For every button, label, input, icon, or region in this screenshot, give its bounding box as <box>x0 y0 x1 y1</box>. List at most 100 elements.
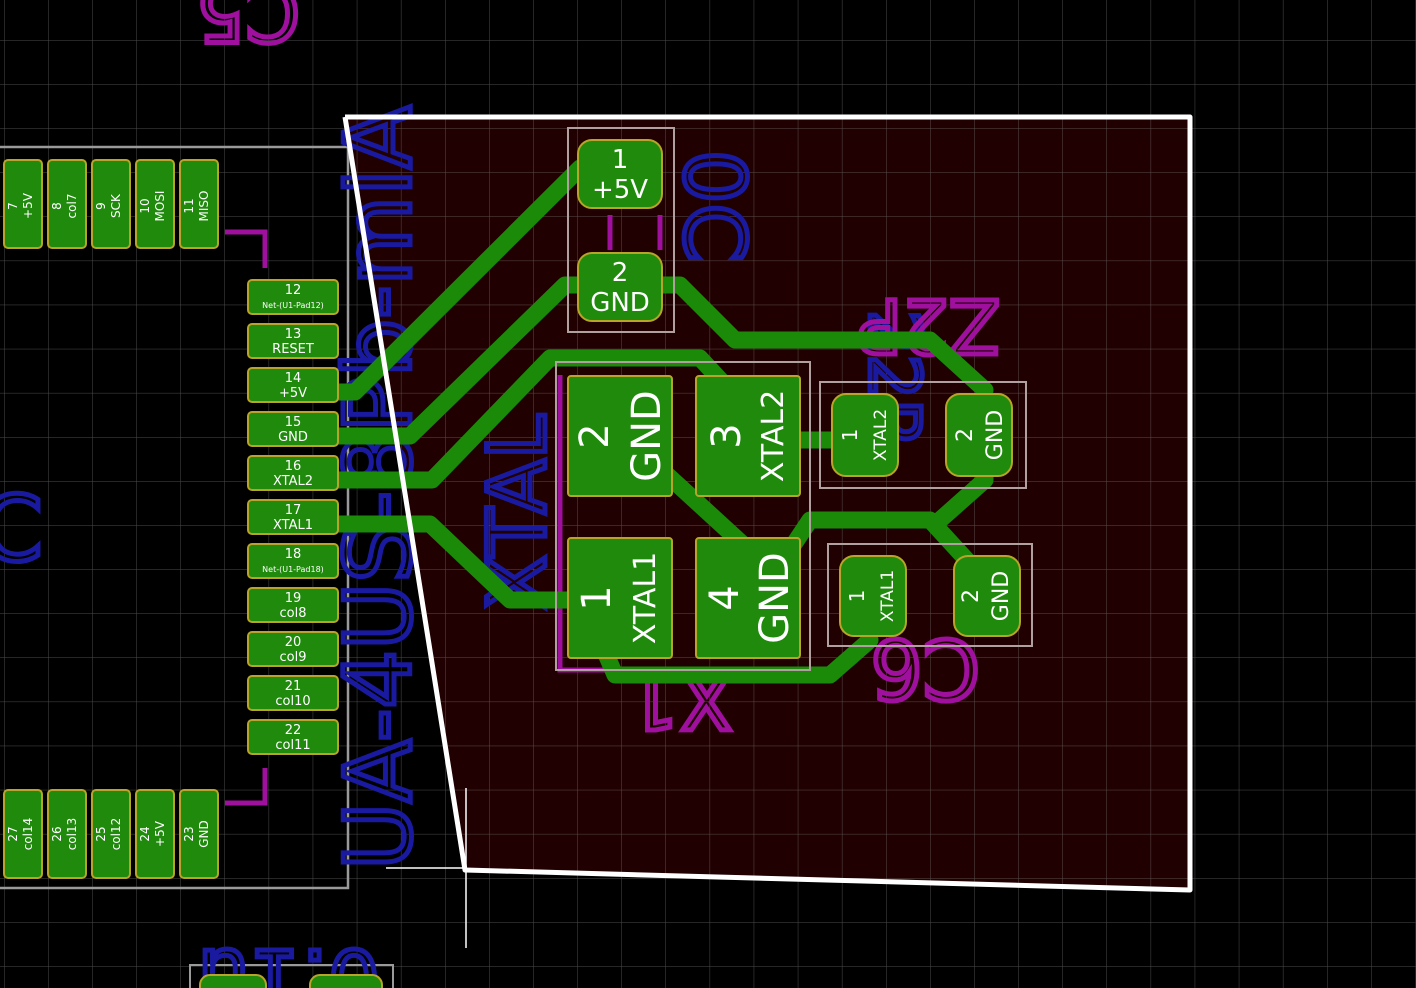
cap-xtal2-pad-2[interactable]: 2 GND <box>945 393 1013 477</box>
svg-text:col10: col10 <box>275 694 310 709</box>
module-pad[interactable]: 11 MISO <box>179 159 219 249</box>
svg-text:22: 22 <box>285 723 302 738</box>
module-pad[interactable]: 12 Net-(U1-Pad12) <box>247 279 339 315</box>
svg-text:GND: GND <box>278 430 308 445</box>
bottom-courtyard <box>189 964 394 988</box>
svg-text:11: 11 <box>182 198 196 213</box>
svg-text:XTAL2: XTAL2 <box>871 409 891 461</box>
svg-text:1: 1 <box>612 145 629 175</box>
svg-text:+5V: +5V <box>592 175 648 205</box>
fab-left-edge-text: C <box>0 477 43 582</box>
svg-text:MOSI: MOSI <box>153 191 167 222</box>
module-pad[interactable]: 8 col7 <box>47 159 87 249</box>
svg-text:GND: GND <box>983 410 1008 460</box>
cap-top-pad-2[interactable]: 2 GND <box>577 252 663 322</box>
svg-text:1: 1 <box>838 429 862 442</box>
svg-text:col7: col7 <box>65 194 79 219</box>
svg-text:GND: GND <box>197 820 211 848</box>
cap-xtal1-pad-2[interactable]: 2 GND <box>953 555 1021 637</box>
svg-text:XTAL2: XTAL2 <box>273 474 313 489</box>
svg-text:GND: GND <box>624 390 670 482</box>
svg-text:1: 1 <box>574 585 620 610</box>
svg-text:2: 2 <box>572 423 618 448</box>
bottom-cap-pads <box>199 974 383 988</box>
svg-text:8: 8 <box>50 202 64 210</box>
module-pad[interactable]: 26 col13 <box>47 789 87 879</box>
svg-text:1: 1 <box>845 590 869 603</box>
board-edge[interactable] <box>342 114 1193 893</box>
module-pads-bottom: 27 col14 26 col13 25 col12 24 +5V 23 GND <box>3 789 219 879</box>
module-pad[interactable]: 23 GND <box>179 789 219 879</box>
svg-text:3: 3 <box>704 423 750 448</box>
silk-crystal-ref: X1 <box>627 650 735 745</box>
crystal-pad-1[interactable]: 1 XTAL1 <box>567 537 673 659</box>
svg-text:GND: GND <box>752 552 798 644</box>
svg-text:col8: col8 <box>280 606 307 621</box>
silk-top-ref: C5 <box>196 0 300 56</box>
svg-text:col9: col9 <box>280 650 307 665</box>
svg-text:15: 15 <box>285 415 302 430</box>
svg-text:13: 13 <box>285 327 302 342</box>
module-pad[interactable]: 27 col14 <box>3 789 43 879</box>
svg-text:+5V: +5V <box>279 386 307 401</box>
cap-xtal1-courtyard <box>827 543 1033 647</box>
svg-text:14: 14 <box>285 371 302 386</box>
svg-text:20: 20 <box>285 635 302 650</box>
crystal-pad-4[interactable]: 4 GND <box>695 537 801 659</box>
cap-xtal2-pad-1[interactable]: 1 XTAL2 <box>831 393 899 477</box>
module-pad[interactable]: 13 RESET <box>247 323 339 359</box>
cap-top-pad-1[interactable]: 1 +5V <box>577 139 663 209</box>
module-pad[interactable]: 21 col10 <box>247 675 339 711</box>
svg-text:12: 12 <box>285 283 302 298</box>
module-pad[interactable]: 18 Net-(U1-Pad18) <box>247 543 339 579</box>
svg-text:27: 27 <box>6 826 20 841</box>
svg-text:7: 7 <box>6 202 20 210</box>
svg-text:XTAL2: XTAL2 <box>756 390 791 482</box>
cap-xtal1-pad-1[interactable]: 1 XTAL1 <box>839 555 907 637</box>
crystal-pad-3[interactable]: 3 XTAL2 <box>695 375 801 497</box>
svg-text:17: 17 <box>285 503 302 518</box>
svg-text:GND: GND <box>590 288 650 318</box>
crystal-pad-2[interactable]: 2 GND <box>567 375 673 497</box>
cursor-crosshair-icon <box>386 788 467 948</box>
svg-text:GND: GND <box>989 571 1014 621</box>
svg-text:2: 2 <box>959 589 984 603</box>
svg-text:Net-(U1-Pad12): Net-(U1-Pad12) <box>262 301 324 310</box>
svg-text:Net-(U1-Pad18): Net-(U1-Pad18) <box>262 565 324 574</box>
module-pad[interactable]: 16 XTAL2 <box>247 455 339 491</box>
svg-text:25: 25 <box>94 826 108 841</box>
svg-text:+5V: +5V <box>153 820 167 847</box>
module-pad[interactable]: 20 col9 <box>247 631 339 667</box>
svg-text:16: 16 <box>285 459 302 474</box>
svg-text:MISO: MISO <box>197 191 211 222</box>
module-pad[interactable]: 14 +5V <box>247 367 339 403</box>
svg-text:9: 9 <box>94 202 108 210</box>
module-pad[interactable]: 24 +5V <box>135 789 175 879</box>
module-pad[interactable]: 25 col12 <box>91 789 131 879</box>
svg-text:26: 26 <box>50 826 64 841</box>
svg-text:23: 23 <box>182 826 196 841</box>
svg-text:2: 2 <box>953 428 978 442</box>
svg-text:XTAL1: XTAL1 <box>628 552 663 644</box>
svg-text:col11: col11 <box>275 738 310 753</box>
module-pad[interactable]: 22 col11 <box>247 719 339 755</box>
module-pads-right: 12 Net-(U1-Pad12) 13 RESET 14 +5V 15 GND… <box>247 279 339 755</box>
svg-text:XTAL1: XTAL1 <box>878 570 898 622</box>
fab-cap-value-0c: 0C <box>665 150 763 262</box>
module-pad[interactable]: 15 GND <box>247 411 339 447</box>
svg-text:+5V: +5V <box>21 192 35 219</box>
module-pad[interactable]: 19 col8 <box>247 587 339 623</box>
svg-text:10: 10 <box>138 198 152 213</box>
silk-cap-value-22p: Z2P <box>858 282 1000 368</box>
module-pad[interactable]: 10 MOSI <box>135 159 175 249</box>
module-pad[interactable]: 9 SCK <box>91 159 131 249</box>
cap-xtal2-courtyard <box>819 381 1027 489</box>
svg-text:19: 19 <box>285 591 302 606</box>
module-pad[interactable]: 17 XTAL1 <box>247 499 339 535</box>
svg-text:col13: col13 <box>65 818 79 851</box>
svg-text:RESET: RESET <box>272 342 314 357</box>
svg-text:SCK: SCK <box>109 193 123 218</box>
module-pad[interactable]: 7 +5V <box>3 159 43 249</box>
svg-text:21: 21 <box>285 679 302 694</box>
